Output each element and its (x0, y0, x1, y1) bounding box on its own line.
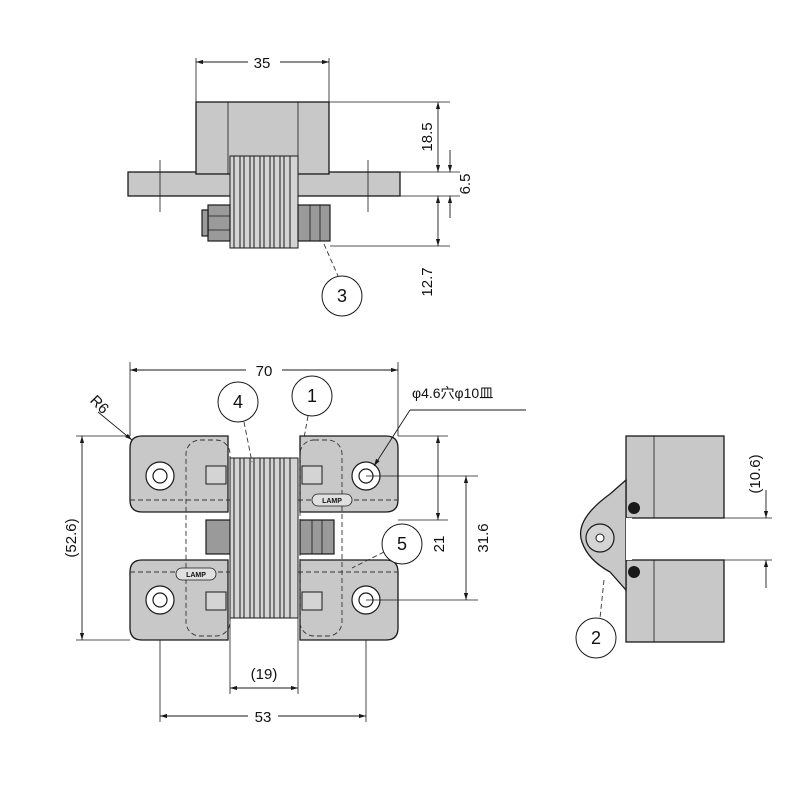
side-lower-block (625, 559, 725, 643)
dim-52-6: (52.6) (63, 518, 80, 557)
svg-text:LAMP: LAMP (322, 498, 342, 505)
front-bolt (205, 519, 335, 555)
svg-text:2: 2 (591, 628, 601, 648)
logo-lower-left: LAMP (175, 567, 217, 581)
balloon-1 (291, 375, 333, 417)
balloon-2 (575, 617, 617, 659)
hole-upper-left (145, 461, 175, 491)
dim-31-6: 31.6 (475, 523, 492, 552)
dim-18-5: 18.5 (419, 122, 436, 151)
svg-text:LAMP: LAMP (186, 572, 206, 579)
dim-53: 53 (255, 709, 272, 726)
svg-text:5: 5 (397, 534, 407, 554)
top-view: 35 18.5 6.5 12.7 3 (127, 52, 474, 317)
dim-10-6: (10.6) (747, 454, 764, 493)
balloon-4 (217, 381, 259, 423)
side-pivot-link (580, 478, 640, 592)
svg-text:3: 3 (337, 286, 347, 306)
logo-upper-right: LAMP (311, 493, 353, 507)
hole-lower-left (145, 585, 175, 615)
dim-21: 21 (431, 536, 448, 553)
svg-text:4: 4 (233, 392, 243, 412)
dim-r6: R6 (86, 392, 112, 418)
top-bolt (201, 204, 331, 242)
svg-text:1: 1 (307, 386, 317, 406)
balloon-3 (321, 275, 363, 317)
top-knuckle (229, 155, 299, 249)
dim-19: (19) (251, 666, 278, 683)
side-upper-block (625, 435, 725, 519)
dim-12-7: 12.7 (419, 267, 436, 296)
dim-70: 70 (256, 363, 273, 380)
dim-6-5: 6.5 (457, 174, 474, 195)
side-view: (10.6) 2 (575, 435, 772, 659)
front-knuckle (229, 457, 299, 619)
hole-note: φ4.6穴φ10皿 (412, 385, 493, 401)
front-view: LAMP LAMP 70 R6 (52.6) 21 31.6 (63, 360, 526, 726)
dim-35: 35 (254, 55, 271, 72)
balloon-5 (381, 523, 423, 565)
